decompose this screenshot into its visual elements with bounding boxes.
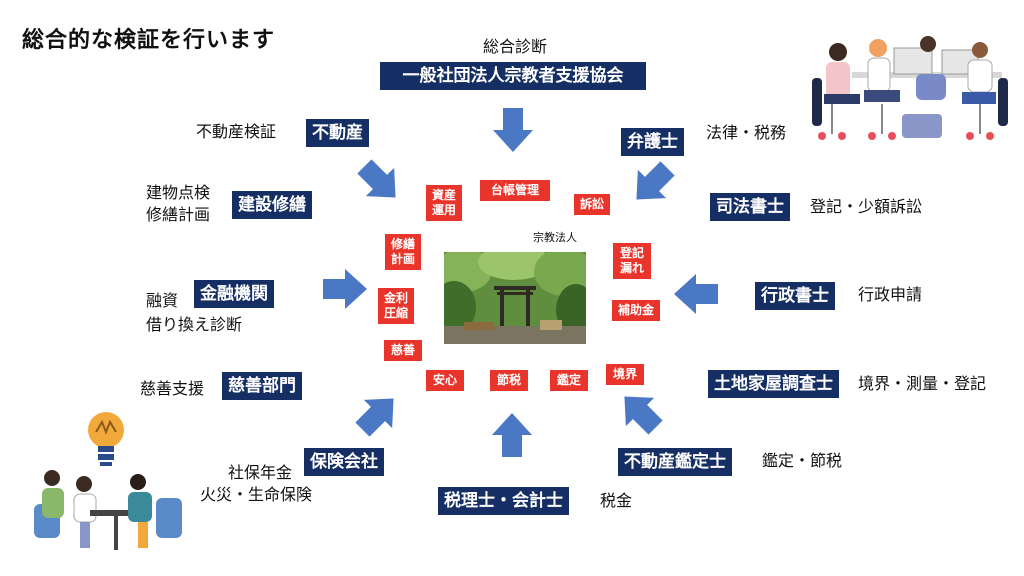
tochi-desc: 境界・測量・登記 — [858, 374, 987, 393]
hoken-box: 保険会社 — [304, 448, 384, 476]
top-org-box: 一般社団法人宗教者支援協会 — [380, 62, 646, 90]
tag-toki-line-1: 登記 — [619, 246, 644, 260]
bengoshi-box: 弁護士 — [621, 128, 684, 156]
hoken-desc-1: 社保年金 — [228, 463, 293, 482]
kensetsu-desc-1: 建物点検 — [146, 183, 211, 202]
gyosei-box: 行政書士 — [755, 282, 835, 310]
tag-shuzen-line-1: 修繕 — [390, 237, 415, 251]
tag-kinri: 金利 圧縮 — [378, 288, 414, 324]
tag-daicho: 台帳管理 — [480, 180, 550, 201]
tag-shuzen-line-2: 計画 — [390, 252, 415, 266]
kinyu-box: 金融機関 — [194, 280, 274, 308]
tag-anshin: 安心 — [426, 370, 464, 391]
tag-kinri-line-2: 圧縮 — [383, 306, 408, 320]
tag-hojokin: 補助金 — [612, 300, 660, 321]
gyosei-desc: 行政申請 — [858, 285, 923, 304]
kinyu-desc-2: 借り換え診断 — [146, 315, 243, 334]
tag-shuzen: 修繕 計画 — [385, 234, 421, 270]
page-title: 総合的な検証を行います — [22, 28, 276, 53]
lightbulb-team-illustration — [34, 412, 182, 550]
arrow-left — [323, 269, 367, 309]
tag-toki: 登記 漏れ — [613, 243, 651, 279]
jizen-desc: 慈善支援 — [140, 379, 205, 398]
tag-kyokai: 境界 — [606, 364, 644, 385]
hoken-desc-2: 火災・生命保険 — [200, 485, 313, 504]
arrow-bottom — [492, 413, 532, 457]
bengoshi-desc: 法律・税務 — [706, 123, 787, 142]
tag-kinri-line-1: 金利 — [383, 291, 408, 305]
fudosan-box: 不動産 — [306, 119, 369, 147]
kanteishi-desc: 鑑定・節税 — [762, 451, 843, 470]
tag-sosho: 訴訟 — [574, 194, 610, 215]
center-label: 宗教法人 — [533, 231, 577, 244]
arrow-top — [493, 108, 533, 152]
zeirishi-box: 税理士・会計士 — [438, 487, 569, 515]
kinyu-desc-1: 融資 — [146, 291, 179, 310]
tag-shisan-line-1: 資産 — [431, 188, 456, 202]
tag-jizen: 慈善 — [384, 340, 422, 361]
tag-kantei: 鑑定 — [550, 370, 588, 391]
kensetsu-desc-2: 修繕計画 — [146, 205, 211, 224]
tag-shisan: 資産 運用 — [426, 185, 462, 221]
arrow-top-left — [350, 152, 410, 212]
zeirishi-desc: 税金 — [600, 491, 633, 510]
shiho-box: 司法書士 — [710, 193, 790, 221]
kanteishi-box: 不動産鑑定士 — [618, 448, 732, 476]
kensetsu-box: 建設修繕 — [232, 191, 312, 219]
shrine-photo-illustration — [444, 252, 586, 344]
arrow-bottom-right — [610, 382, 670, 442]
arrow-bottom-left — [348, 384, 408, 444]
tochi-box: 土地家屋調査士 — [708, 370, 839, 398]
team-meeting-illustration — [812, 36, 1008, 140]
tag-toki-line-2: 漏れ — [619, 261, 644, 275]
arrow-top-right — [622, 154, 682, 214]
jizen-box: 慈善部門 — [222, 372, 302, 400]
shrine-photo — [444, 252, 586, 344]
shiho-desc: 登記・少額訴訟 — [810, 197, 923, 216]
top-caption: 総合診断 — [482, 37, 547, 56]
arrow-right — [674, 274, 718, 314]
tag-setsuzei: 節税 — [490, 370, 528, 391]
tag-shisan-line-2: 運用 — [431, 203, 456, 217]
fudosan-desc: 不動産検証 — [196, 122, 277, 141]
